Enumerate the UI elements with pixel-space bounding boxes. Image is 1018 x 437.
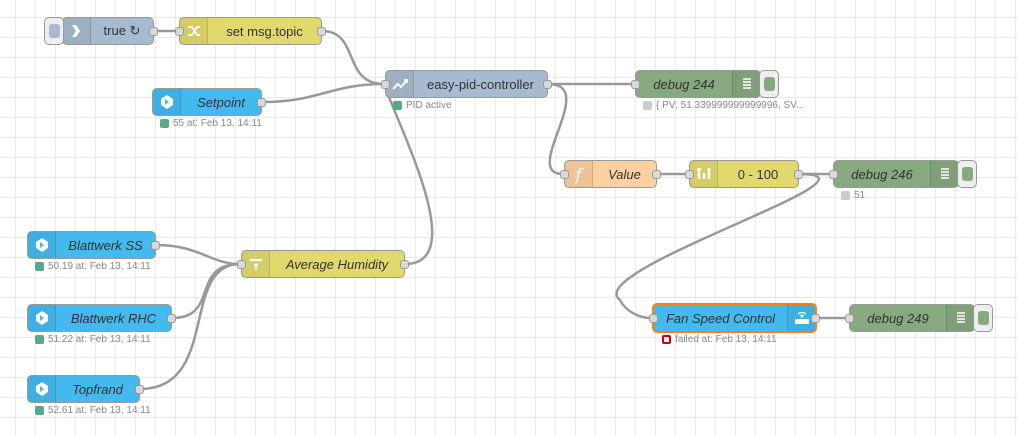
input-port[interactable] (631, 80, 640, 89)
router-icon (787, 305, 815, 331)
debug-list-icon (930, 161, 958, 187)
setpoint-node[interactable]: Setpoint (152, 88, 266, 116)
debug-244-status: { PV: 51.339999999999996, SV... (643, 100, 804, 111)
output-port[interactable] (543, 80, 552, 89)
debug-244-node[interactable]: debug 244 (631, 70, 779, 98)
inject-node[interactable]: true ↻ (44, 17, 158, 45)
debug-249-label: debug 249 (867, 310, 929, 326)
input-port[interactable] (829, 170, 838, 179)
blattwerk-ss-label: Blattwerk SS (68, 237, 143, 253)
inject-label: true ↻ (103, 23, 141, 38)
topfrand-node[interactable]: Topfrand (27, 375, 144, 403)
range-node[interactable]: 0 - 100 (685, 160, 803, 188)
wire-pid-value[interactable] (547, 82, 568, 176)
topfrand-label: Topfrand (72, 381, 123, 397)
value-function-node[interactable]: f Value (560, 160, 661, 188)
blattwerk-ss-status: 50.19 at: Feb 13, 14:11 (35, 261, 151, 272)
inject-trigger-button[interactable] (44, 17, 64, 45)
change-label: set msg.topic (226, 23, 303, 39)
blattwerk-rhc-label: Blattwerk RHC (70, 310, 157, 326)
setpoint-status: 55 at: Feb 13, 14:11 (160, 118, 262, 129)
status-ring-icon (662, 335, 671, 344)
pid-label: easy-pid-controller (427, 76, 534, 92)
function-icon: f (565, 161, 593, 187)
output-port[interactable] (794, 170, 803, 179)
pid-status: PID active (393, 100, 452, 111)
change-node[interactable]: set msg.topic (175, 17, 326, 45)
wire-setpoint-pid[interactable] (261, 82, 385, 104)
output-port[interactable] (652, 170, 661, 179)
wire-avg-pid[interactable] (382, 83, 434, 266)
debug-toggle-button[interactable] (973, 304, 993, 332)
range-icon (690, 161, 718, 187)
debug-246-status: 51 (841, 190, 865, 201)
output-port[interactable] (400, 260, 409, 269)
output-port[interactable] (149, 27, 158, 36)
value-label: Value (608, 166, 641, 182)
debug-244-label: debug 244 (653, 76, 715, 92)
wire-topfrand-avg[interactable] (139, 262, 241, 391)
setpoint-label: Setpoint (197, 94, 245, 110)
debug-249-node[interactable]: debug 249 (845, 304, 993, 332)
input-port[interactable] (649, 314, 658, 323)
fan-speed-control-label: Fan Speed Control (665, 310, 776, 326)
average-humidity-label: Average Humidity (285, 256, 389, 272)
wire-blattwerkss-avg[interactable] (155, 243, 241, 266)
input-port[interactable] (237, 260, 246, 269)
topfrand-status: 52.61 at: Feb 13, 14:11 (35, 405, 151, 416)
wire-range-fan[interactable] (615, 172, 821, 320)
status-dot (841, 191, 850, 200)
average-humidity-node[interactable]: Average Humidity (237, 250, 409, 278)
range-label: 0 - 100 (737, 166, 779, 182)
average-icon (242, 251, 270, 277)
blattwerk-rhc-status: 51.22 at: Feb 13, 14:11 (35, 334, 151, 345)
trend-chart-icon (386, 71, 414, 97)
shuffle-icon (180, 18, 208, 44)
debug-toggle-button[interactable] (759, 70, 779, 98)
blattwerk-rhc-node[interactable]: Blattwerk RHC (27, 304, 176, 332)
ha-entity-icon (28, 305, 56, 331)
input-port[interactable] (845, 314, 854, 323)
debug-246-node[interactable]: debug 246 (829, 160, 977, 188)
ha-entity-icon (28, 232, 56, 258)
debug-toggle-button[interactable] (957, 160, 977, 188)
output-port[interactable] (135, 385, 144, 394)
blattwerk-ss-node[interactable]: Blattwerk SS (27, 231, 160, 259)
output-port[interactable] (151, 241, 160, 250)
input-port[interactable] (381, 80, 390, 89)
output-port[interactable] (167, 314, 176, 323)
ha-entity-icon (28, 376, 56, 402)
fan-speed-control-node[interactable]: Fan Speed Control (649, 303, 820, 333)
debug-246-label: debug 246 (851, 166, 913, 182)
output-port[interactable] (811, 314, 820, 323)
output-port[interactable] (317, 27, 326, 36)
ha-entity-icon (153, 89, 181, 115)
status-dot (35, 406, 44, 415)
input-port[interactable] (175, 27, 184, 36)
debug-list-icon (732, 71, 760, 97)
status-dot (160, 119, 169, 128)
input-port[interactable] (560, 170, 569, 179)
output-port[interactable] (257, 98, 266, 107)
pid-controller-node[interactable]: easy-pid-controller (381, 70, 552, 98)
wire-change-pid[interactable] (321, 29, 385, 86)
status-dot (35, 262, 44, 271)
debug-list-icon (946, 305, 974, 331)
input-port[interactable] (685, 170, 694, 179)
fan-speed-control-status: failed at: Feb 13, 14:11 (662, 334, 777, 345)
status-dot (643, 101, 652, 110)
inject-arrow-icon (63, 18, 91, 44)
status-dot (393, 101, 402, 110)
status-dot (35, 335, 44, 344)
